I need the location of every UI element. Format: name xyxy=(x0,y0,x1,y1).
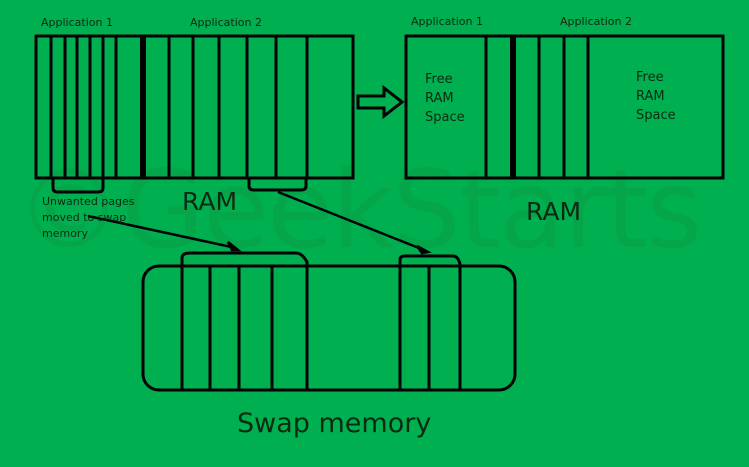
unwanted-pages-bracket-app1 xyxy=(51,178,105,194)
ram-before xyxy=(34,34,355,194)
ram-after-label: RAM xyxy=(526,197,582,226)
ram-after-app2-label: Application 2 xyxy=(560,15,632,28)
swap-memory-outline xyxy=(141,264,517,392)
right-arrow-icon xyxy=(356,84,405,120)
swap-arrows xyxy=(87,190,432,255)
ram-before-app2-label: Application 2 xyxy=(190,16,262,29)
ram-after xyxy=(404,34,725,180)
unwanted-pages-annotation: Unwanted pages moved to swap memory xyxy=(42,195,135,240)
ram-before-label: RAM xyxy=(182,187,238,216)
arrow-to-swap-group1 xyxy=(87,214,237,250)
arrowhead-icon xyxy=(226,241,242,252)
ram-after-app2-free-label: Free RAM Space xyxy=(636,70,676,123)
ram-after-app1-free-label: Free RAM Space xyxy=(425,72,465,125)
swap-group2-bracket xyxy=(398,254,462,266)
swap-memory xyxy=(141,251,517,392)
ram-after-app1-label: Application 1 xyxy=(411,15,483,28)
unwanted-pages-bracket-app2 xyxy=(247,178,308,192)
ram-before-app1-label: Application 1 xyxy=(41,16,113,29)
swap-group1-bracket xyxy=(180,251,309,266)
arrowhead-icon xyxy=(415,244,432,255)
swap-memory-label: Swap memory xyxy=(237,408,432,439)
arrow-to-swap-group2 xyxy=(277,190,425,252)
